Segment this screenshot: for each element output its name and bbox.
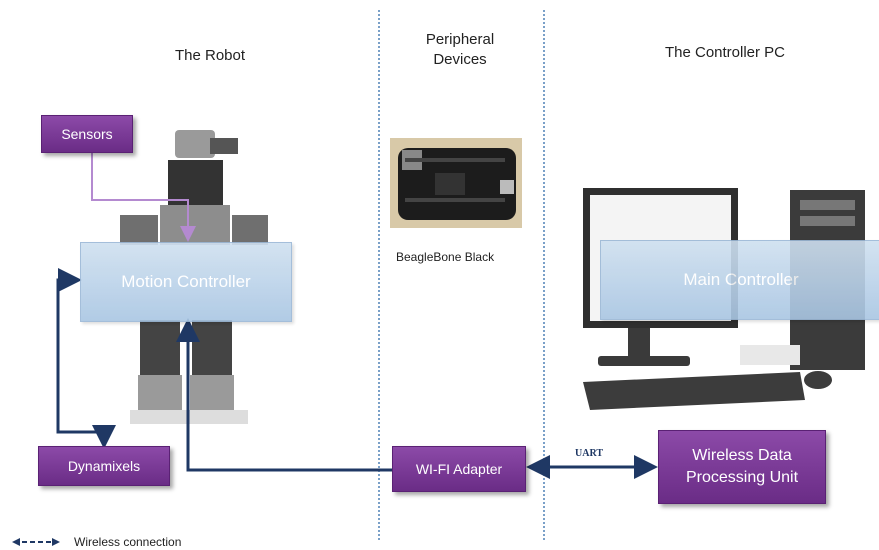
separator-right: [543, 10, 545, 540]
title-peripheral: Peripheral Devices: [395, 30, 525, 70]
main-controller-box: Main Controller: [600, 240, 879, 320]
robot-image: [120, 130, 268, 424]
beaglebone-label: BeagleBone Black: [396, 250, 495, 264]
wifi-adapter-box: WI-FI Adapter: [392, 446, 526, 492]
motion-controller-box: Motion Controller: [80, 242, 292, 322]
sensors-box: Sensors: [41, 115, 133, 153]
dynamixels-box: Dynamixels: [38, 446, 170, 486]
title-robot: The Robot: [174, 47, 246, 64]
separator-left: [378, 10, 380, 540]
title-peripheral-line1: Peripheral: [425, 31, 495, 48]
wireless-processing-box: Wireless Data Processing Unit: [658, 430, 826, 504]
beaglebone-image: [390, 138, 522, 228]
wireless-processing-line1: Wireless Data: [692, 447, 792, 464]
uart-label: UART: [575, 448, 603, 459]
wireless-processing-line2: Processing Unit: [685, 469, 799, 486]
title-peripheral-line2: Devices: [433, 51, 487, 68]
legend-label: Wireless connection: [74, 535, 182, 549]
title-controller-pc: The Controller PC: [664, 44, 786, 61]
